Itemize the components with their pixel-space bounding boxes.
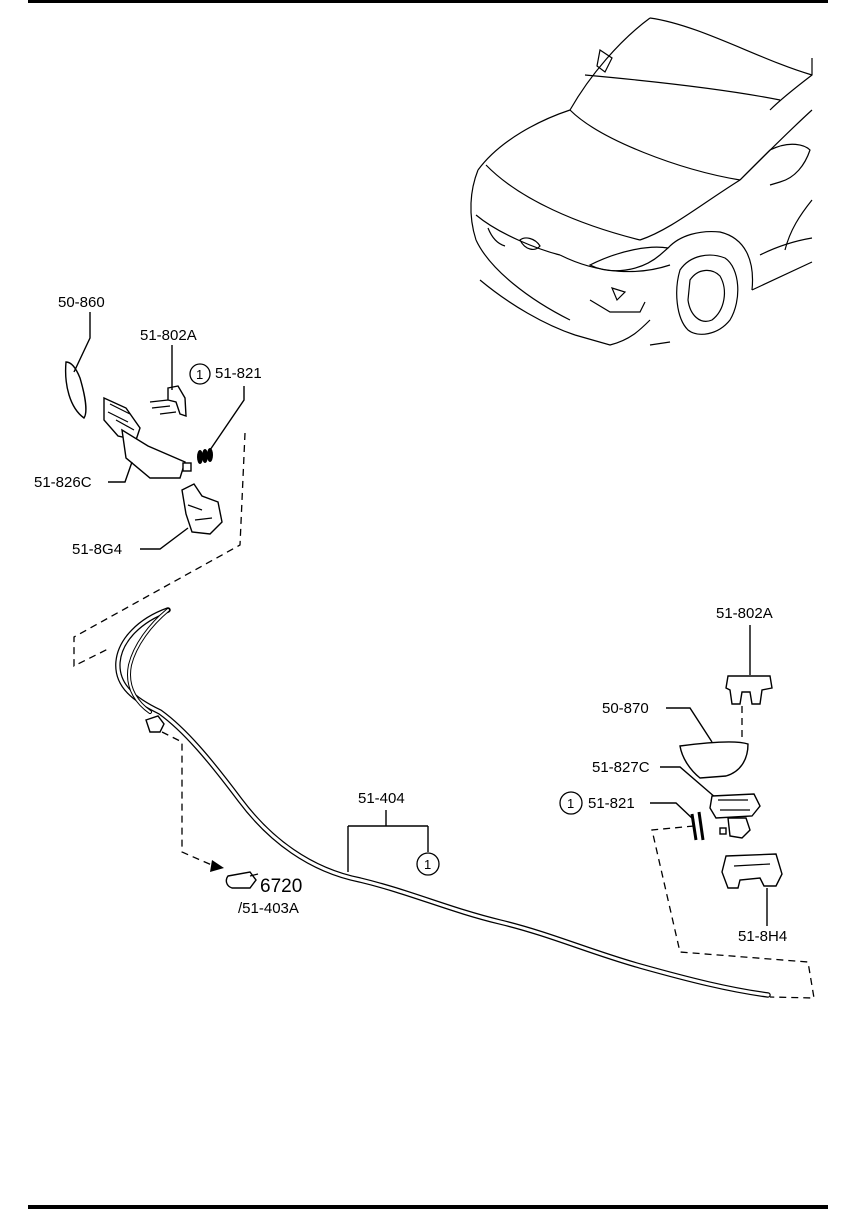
connector-icon	[225, 871, 259, 889]
left-dashed-guide	[73, 432, 246, 668]
left-hose-clip	[197, 448, 213, 464]
right-hose-clip	[690, 811, 705, 841]
left-lower-bracket-detail	[187, 504, 213, 521]
leader-50-860	[73, 312, 91, 373]
callout-circle-hose	[416, 852, 440, 876]
label-51-802A-left: 51-802A	[140, 327, 197, 344]
right-dashed-guide	[651, 825, 815, 999]
top-rule	[28, 0, 828, 3]
label-51-827C: 51-827C	[592, 759, 650, 776]
callout-circle-left	[189, 363, 211, 385]
label-51-821-right: 51-821	[588, 795, 635, 812]
label-51-8H4: 51-8H4	[738, 928, 787, 945]
label-51-802A-right: 51-802A	[716, 605, 773, 622]
washer-hose-inner-core	[128, 609, 169, 713]
vehicle-illustration	[470, 17, 813, 346]
bottom-rule	[28, 1205, 828, 1209]
leader-51-8G4	[140, 527, 189, 550]
left-upper-bracket	[167, 385, 187, 417]
right-nozzle-cap	[679, 741, 749, 779]
left-nozzle-cap	[64, 361, 87, 419]
leader-51-821-right	[650, 802, 695, 821]
connector-dashed-guide	[161, 731, 215, 867]
label-51-403A: /51-403A	[238, 900, 299, 917]
leader-51-404	[347, 810, 429, 872]
right-lower-bracket	[721, 853, 783, 889]
right-lower-bracket-detail	[733, 863, 771, 867]
label-6720: 6720	[260, 876, 302, 897]
left-upper-bracket-tabs	[149, 399, 177, 415]
leader-51-821-left	[209, 386, 245, 451]
callout-number-hose: 1	[424, 857, 431, 872]
callout-number-right: 1	[567, 796, 574, 811]
callout-circle-right	[559, 791, 583, 815]
label-50-870: 50-870	[602, 700, 649, 717]
left-lower-bracket	[181, 483, 223, 535]
label-50-860: 50-860	[58, 294, 105, 311]
label-51-821-left: 51-821	[215, 365, 262, 382]
washer-hose-core	[116, 608, 770, 997]
left-washer-nozzle	[103, 396, 192, 479]
label-51-404: 51-404	[358, 790, 405, 807]
label-51-826C: 51-826C	[34, 474, 92, 491]
callout-number-left: 1	[196, 367, 203, 382]
hose-connector	[145, 715, 165, 733]
right-washer-nozzle	[709, 793, 761, 839]
leader-51-826C	[108, 461, 133, 483]
leader-51-827C	[660, 766, 717, 799]
right-upper-bracket	[725, 675, 773, 705]
connector-arrow	[210, 860, 224, 872]
label-51-8G4: 51-8G4	[72, 541, 122, 558]
leader-50-870	[666, 707, 713, 743]
